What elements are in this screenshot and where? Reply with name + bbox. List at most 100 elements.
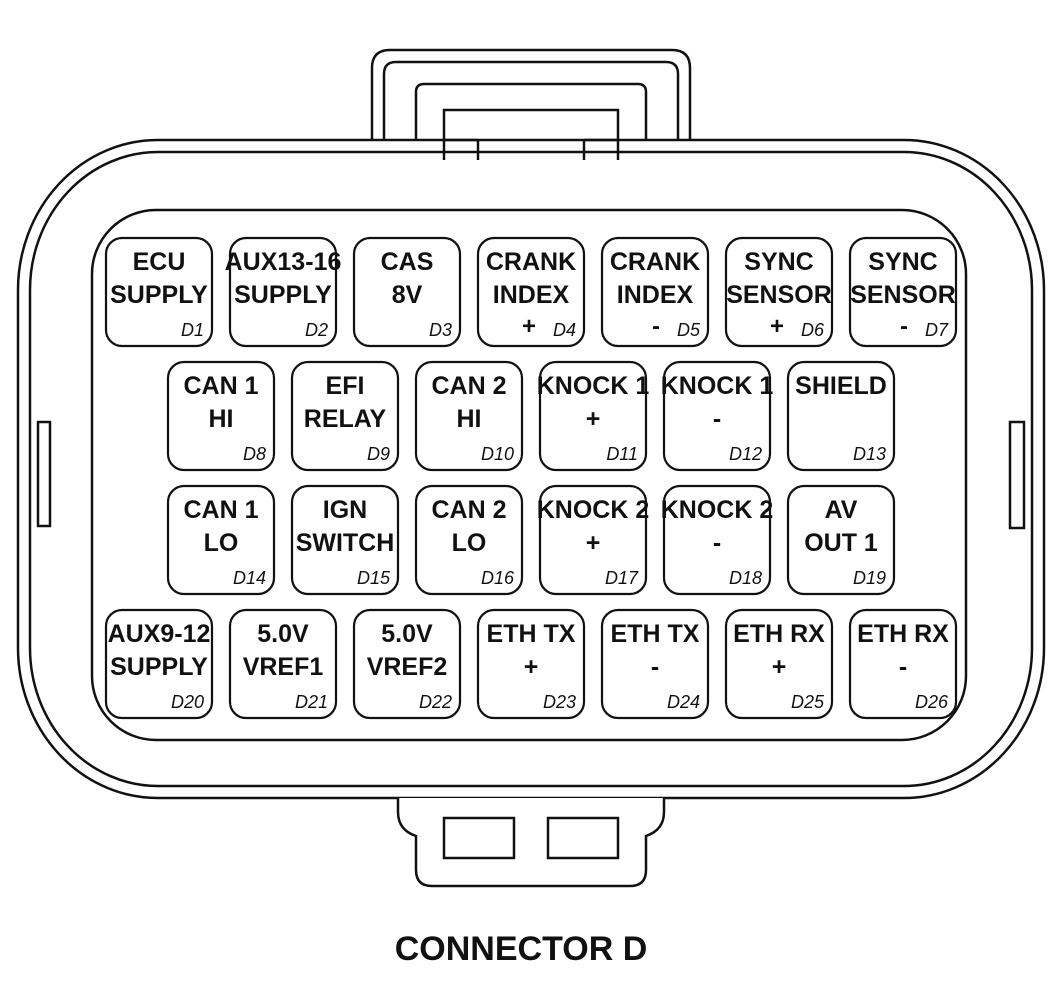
pin-label-line: ECU	[133, 248, 186, 276]
pin-d7: SYNC SENSOR -D7	[848, 236, 958, 348]
pin-polarity: +	[770, 313, 784, 340]
pin-d17: KNOCK 2+D17	[537, 484, 649, 596]
pin-label-line: CAN 1	[183, 372, 258, 400]
pin-d4: CRANK INDEX + D4	[476, 236, 586, 348]
pin-label-line: -	[713, 405, 721, 433]
pin-code: D24	[667, 692, 700, 712]
pin-cavity	[104, 236, 214, 348]
pin-cavity	[414, 484, 524, 596]
pin-label-line: +	[586, 529, 601, 557]
pin-code: D19	[853, 568, 886, 588]
pin-label-line: SWITCH	[296, 529, 395, 557]
pin-label-line: AV	[825, 496, 858, 524]
pin-label-line: +	[586, 405, 601, 433]
pin-code: D4	[553, 320, 576, 340]
pin-label-line: CAN 2	[431, 496, 506, 524]
pin-label-line: SUPPLY	[110, 653, 208, 681]
pin-code: D11	[606, 444, 638, 464]
pin-label-line: RELAY	[304, 405, 387, 433]
pin-label-line: +	[772, 653, 787, 681]
pin-label-line: LO	[452, 529, 487, 557]
pin-code: D3	[429, 320, 452, 340]
pin-label-line: CAS	[381, 248, 434, 276]
pin-label-line: SHIELD	[795, 372, 887, 400]
pin-cavity	[662, 360, 772, 472]
pin-code: D20	[171, 692, 204, 712]
left-side-tab	[36, 420, 52, 528]
pin-label-line: CRANK	[610, 248, 700, 276]
pin-label-line: SENSOR	[726, 281, 832, 309]
pin-polarity: -	[900, 313, 908, 340]
pin-label-line: 8V	[392, 281, 423, 309]
pin-code: D26	[915, 692, 949, 712]
pin-label-line: SENSOR	[850, 281, 956, 309]
pin-d25: ETH RX+D25	[724, 608, 834, 720]
pin-cavity	[848, 608, 958, 720]
pin-code: D6	[801, 320, 825, 340]
pin-label-line: VREF1	[243, 653, 324, 681]
pin-cavity	[352, 608, 462, 720]
pin-label-line: -	[899, 653, 907, 681]
pin-cavity	[600, 608, 710, 720]
pin-code: D7	[925, 320, 949, 340]
pin-code: D22	[419, 692, 452, 712]
pin-label-line: KNOCK 1	[661, 372, 774, 400]
pin-code: D21	[295, 692, 328, 712]
pin-label-line: 5.0V	[381, 620, 433, 648]
pin-label-line: CAN 1	[183, 496, 258, 524]
pin-polarity: +	[522, 313, 536, 340]
pin-cavity	[228, 608, 338, 720]
pin-label-line: HI	[457, 405, 482, 433]
pin-label-line: CAN 2	[431, 372, 506, 400]
pin-code: D12	[729, 444, 762, 464]
pin-code: D15	[357, 568, 391, 588]
pin-label-line: 5.0V	[257, 620, 309, 648]
pin-d24: ETH TX-D24	[600, 608, 710, 720]
pin-cavity-frame	[90, 208, 968, 742]
pin-label-line: CRANK	[486, 248, 576, 276]
pin-code: D10	[481, 444, 514, 464]
pin-d10: CAN 2 HI D10	[414, 360, 524, 472]
pin-cavity	[538, 360, 648, 472]
pin-code: D2	[305, 320, 328, 340]
pin-cavity	[724, 236, 834, 348]
pin-cavity	[104, 608, 214, 720]
pin-d26: ETH RX-D26	[848, 608, 958, 720]
pin-label-line: ETH RX	[733, 620, 825, 648]
pin-label-line: SYNC	[744, 248, 813, 276]
pin-code: D8	[243, 444, 266, 464]
pin-cavity	[166, 360, 276, 472]
pin-code: D16	[481, 568, 515, 588]
pin-label-line: AUX9-12	[108, 620, 211, 648]
pin-label-line: INDEX	[493, 281, 570, 309]
pin-d6: SYNC SENSOR + D6	[724, 236, 834, 348]
pin-label-line: -	[713, 529, 721, 557]
pin-label-line: IGN	[323, 496, 367, 524]
pin-d15: IGN SWITCH D15	[290, 484, 400, 596]
top-latch	[370, 48, 692, 160]
pin-code: D14	[233, 568, 266, 588]
pin-cavity	[290, 360, 400, 472]
pin-cavity	[290, 484, 400, 596]
pin-d18: KNOCK 2-D18	[661, 484, 773, 596]
pin-code: D23	[543, 692, 576, 712]
pin-cavity	[414, 360, 524, 472]
pin-code: D18	[729, 568, 762, 588]
pin-d3: CAS 8V D3	[352, 236, 462, 348]
pin-d12: KNOCK 1 -D12	[661, 360, 774, 472]
pin-code: D17	[605, 568, 639, 588]
pin-label-line: OUT 1	[804, 529, 878, 557]
pin-label-line: SYNC	[868, 248, 937, 276]
bottom-latch	[396, 798, 666, 888]
pin-cavity	[228, 236, 338, 348]
pin-cavity	[662, 484, 772, 596]
